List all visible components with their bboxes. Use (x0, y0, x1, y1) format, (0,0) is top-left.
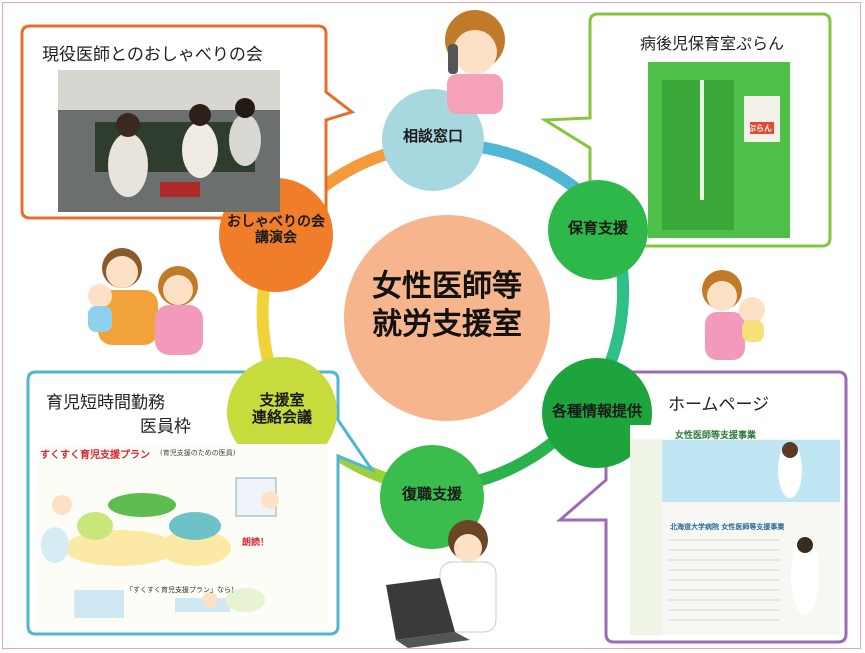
doctor-laptop-illustration (386, 520, 497, 648)
node-renraku-line2: 連絡会議 (251, 408, 312, 427)
flyer-title: すくすく育児支援プラン (40, 450, 150, 461)
flyer-footer: 「すくすく育児支援プラン」なら！ (126, 586, 238, 594)
bubble-bottom-left-title-line1: 育児短時間勤務 (46, 393, 165, 413)
flyer-subtitle: (育児支援のための医員) (160, 449, 236, 457)
center-title-line2: 就労支援室 (372, 306, 522, 342)
node-oshaberi-line1: おしゃべりの会 (227, 214, 325, 230)
node-hoiku (548, 180, 648, 280)
node-joho-label: 各種情報提供 (551, 402, 642, 420)
center-title-line1: 女性医師等 (372, 269, 522, 304)
flyer-mom-icon (52, 495, 72, 515)
flyer-result: 朗読！ (242, 538, 270, 548)
door-sign: ぷらん (748, 124, 772, 133)
node-renraku-label: 支援室 連絡会議 (227, 391, 337, 427)
bubble-bottom-left-title-line2: 医員枠 (140, 417, 191, 437)
bubble-top-left-title: 現役医師とのおしゃべりの会 (42, 45, 263, 65)
node-fukushoku-label: 復職支援 (401, 485, 462, 503)
node-joho (542, 358, 652, 468)
bubble-bottom-right-title: ホームページ (668, 395, 770, 415)
node-soudan-label: 相談窓口 (402, 127, 463, 145)
node-renraku (227, 357, 337, 467)
phone-woman-illustration (445, 10, 505, 114)
webpage-banner: 北海道大学病院 女性医師等支援事業 (670, 523, 785, 531)
mother-baby-illustration (702, 270, 765, 360)
center-circle (344, 215, 550, 421)
node-oshaberi-line2: 講演会 (255, 230, 297, 247)
node-soudan (382, 89, 484, 191)
node-renraku-line1: 支援室 (259, 391, 305, 409)
center-title: 女性医師等 就労支援室 (337, 268, 557, 343)
bubble-top-right-title: 病後児保育室ぷらん (640, 34, 785, 53)
node-oshaberi-label: おしゃべりの会 講演会 (219, 214, 333, 246)
family-illustration (88, 248, 203, 355)
webpage-header: 女性医師等支援事業 (675, 431, 757, 441)
node-hoiku-label: 保育支援 (567, 219, 628, 237)
